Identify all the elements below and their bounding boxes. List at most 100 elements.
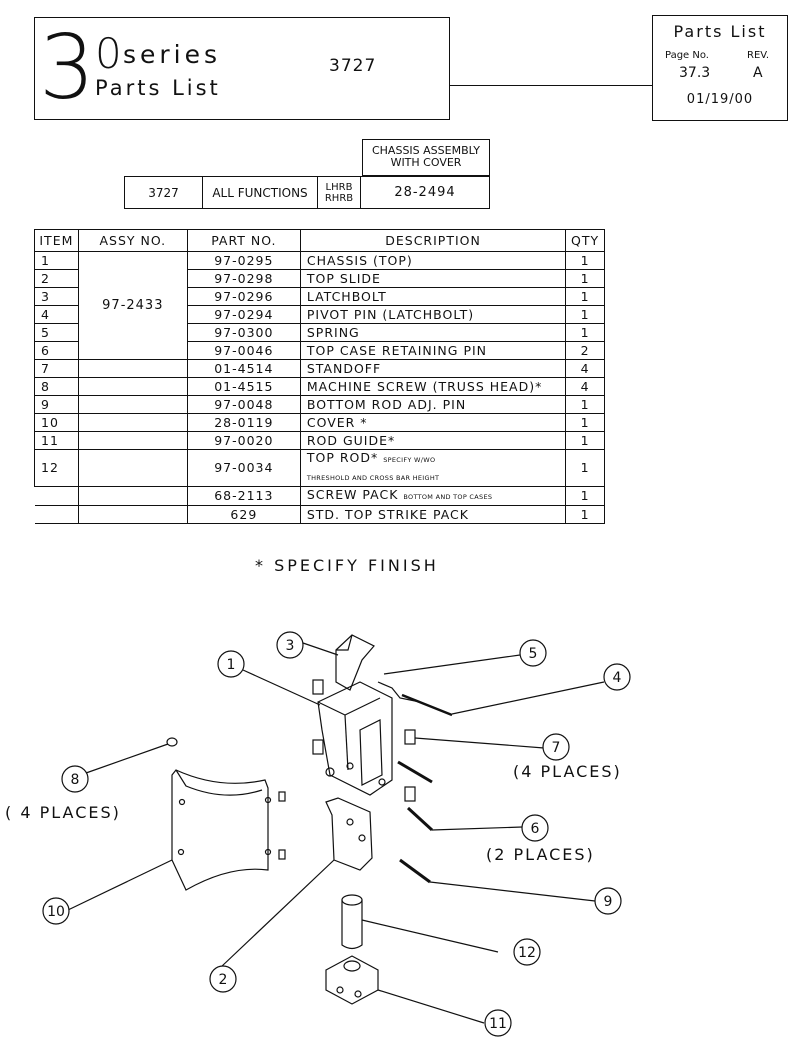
qty-cell: 1 xyxy=(565,413,605,432)
screw-part xyxy=(278,849,286,860)
cover-hole xyxy=(177,848,185,856)
callout-10 xyxy=(42,897,70,925)
header-model-number: 3727 xyxy=(329,56,377,76)
callout-4 xyxy=(603,663,631,691)
top-rod-part xyxy=(341,900,363,950)
desc-cell: STD. TOP STRIKE PACK xyxy=(299,505,567,524)
col-description: DESCRIPTION xyxy=(299,229,567,252)
item-cell: 4 xyxy=(34,305,79,324)
callout-2 xyxy=(209,965,237,993)
assy-cell xyxy=(77,395,188,414)
callout-10-label: 10 xyxy=(47,904,65,920)
table-row: 3 97-0296 LATCHBOLT 1 xyxy=(34,287,605,306)
col-qty: QTY xyxy=(565,229,605,252)
desc-cell: COVER * xyxy=(299,413,567,432)
series-parts-list: Parts List xyxy=(95,76,221,100)
assembly-functions: ALL FUNCTIONS xyxy=(202,176,318,209)
table-row: 5 97-0300 SPRING 1 xyxy=(34,323,605,342)
item-cell: 1 xyxy=(34,251,79,270)
qty-cell: 1 xyxy=(565,251,605,270)
table-row: 629 STD. TOP STRIKE PACK 1 xyxy=(34,505,605,524)
assy-cell xyxy=(77,505,188,524)
part-cell: 629 xyxy=(186,505,301,524)
places-note-6: (2 PLACES) xyxy=(486,845,595,864)
desc-cell: BOTTOM ROD ADJ. PIN xyxy=(299,395,567,414)
part-cell: 97-0020 xyxy=(186,431,301,450)
callout-3 xyxy=(276,631,304,659)
callout-4-label: 4 xyxy=(613,670,622,686)
part-cell: 68-2113 xyxy=(186,486,301,506)
parts-table-header: ITEM ASSY NO. PART NO. DESCRIPTION QTY xyxy=(34,229,605,252)
item-cell: 5 xyxy=(34,323,79,342)
page-no-value: 37.3 xyxy=(679,65,711,81)
qty-cell: 1 xyxy=(565,449,605,487)
cover-part xyxy=(171,769,269,891)
table-row: 7 01-4514 STANDOFF 4 xyxy=(34,359,605,378)
exploded-parts-diagram: 1 2 3 4 5 6 7 8 9 10 11 12 (4 PLACES) ( … xyxy=(5,631,631,1037)
item-cell: 9 xyxy=(34,395,79,414)
handing-lhrb: LHRB xyxy=(325,181,353,193)
callout-3-label: 3 xyxy=(286,638,295,654)
pivot-pin-part xyxy=(401,693,453,717)
callout-12 xyxy=(513,938,541,966)
table-row: 9 97-0048 BOTTOM ROD ADJ. PIN 1 xyxy=(34,395,605,414)
footnote-specify-finish: * SPECIFY FINISH xyxy=(255,556,439,575)
item-cell: 6 xyxy=(34,341,79,360)
item-cell xyxy=(34,505,79,524)
col-part-no: PART NO. xyxy=(186,229,301,252)
assembly-row: 3727 ALL FUNCTIONS LHRB RHRB 28-2494 xyxy=(124,176,490,209)
qty-cell: 1 xyxy=(565,305,605,324)
assembly-model: 3727 xyxy=(124,176,203,209)
part-cell: 97-0048 xyxy=(186,395,301,414)
item-cell: 7 xyxy=(34,359,79,378)
assembly-heading-text: CHASSIS ASSEMBLY WITH COVER xyxy=(371,144,481,169)
series-number: 3 xyxy=(39,16,95,119)
item-cell: 10 xyxy=(34,413,79,432)
part-cell: 97-0046 xyxy=(186,341,301,360)
callout-6 xyxy=(521,814,549,842)
latchbolt-part xyxy=(335,634,375,691)
revision-date: 01/19/00 xyxy=(686,92,754,107)
assy-group-cell: 97-2433 xyxy=(77,251,188,360)
part-cell: 97-0300 xyxy=(186,323,301,342)
cover-fold xyxy=(175,769,263,796)
desc-cell: LATCHBOLT xyxy=(299,287,567,306)
callout-9 xyxy=(594,887,622,915)
assy-cell xyxy=(77,486,188,506)
part-cell: 97-0295 xyxy=(186,251,301,270)
callout-2-label: 2 xyxy=(219,972,228,988)
desc-cell: ROD GUIDE* xyxy=(299,431,567,450)
rev-value: A xyxy=(753,65,763,81)
assy-cell xyxy=(77,431,188,450)
qty-cell: 1 xyxy=(565,269,605,288)
callout-11-label: 11 xyxy=(489,1016,507,1032)
part-cell: 01-4514 xyxy=(186,359,301,378)
cover-hole xyxy=(264,848,272,856)
assembly-heading: CHASSIS ASSEMBLY WITH COVER xyxy=(362,139,490,176)
part-cell: 97-0294 xyxy=(186,305,301,324)
desc-cell: PIVOT PIN (LATCHBOLT) xyxy=(299,305,567,324)
callout-11 xyxy=(484,1009,512,1037)
qty-cell: 1 xyxy=(565,486,605,506)
retaining-pin-part xyxy=(397,760,433,784)
page-no-label: Page No. xyxy=(665,50,709,61)
table-row: 10 28-0119 COVER * 1 xyxy=(34,413,605,432)
qty-cell: 1 xyxy=(565,395,605,414)
parts-list-title: Parts List xyxy=(673,22,767,41)
top-slide-part xyxy=(325,797,373,871)
part-cell: 97-0034 xyxy=(186,449,301,487)
assembly-handing: LHRB RHRB xyxy=(317,176,361,209)
item-cell: 11 xyxy=(34,431,79,450)
desc-note: BOTTOM AND TOP CASES xyxy=(403,493,493,501)
table-row: 68-2113 SCREW PACK BOTTOM AND TOP CASES … xyxy=(34,486,605,506)
callout-7 xyxy=(542,733,570,761)
item-cell: 8 xyxy=(34,377,79,396)
qty-cell: 1 xyxy=(565,287,605,306)
rev-label: REV. xyxy=(747,50,769,61)
callout-8-label: 8 xyxy=(71,772,80,788)
header-connector-line xyxy=(450,85,652,86)
standoff-part xyxy=(312,679,324,695)
assy-cell xyxy=(77,449,188,487)
table-row: 12 97-0034 TOP ROD* SPECIFY W/WO THRESHO… xyxy=(34,449,605,487)
parts-table: ITEM ASSY NO. PART NO. DESCRIPTION QTY 1… xyxy=(34,229,605,524)
